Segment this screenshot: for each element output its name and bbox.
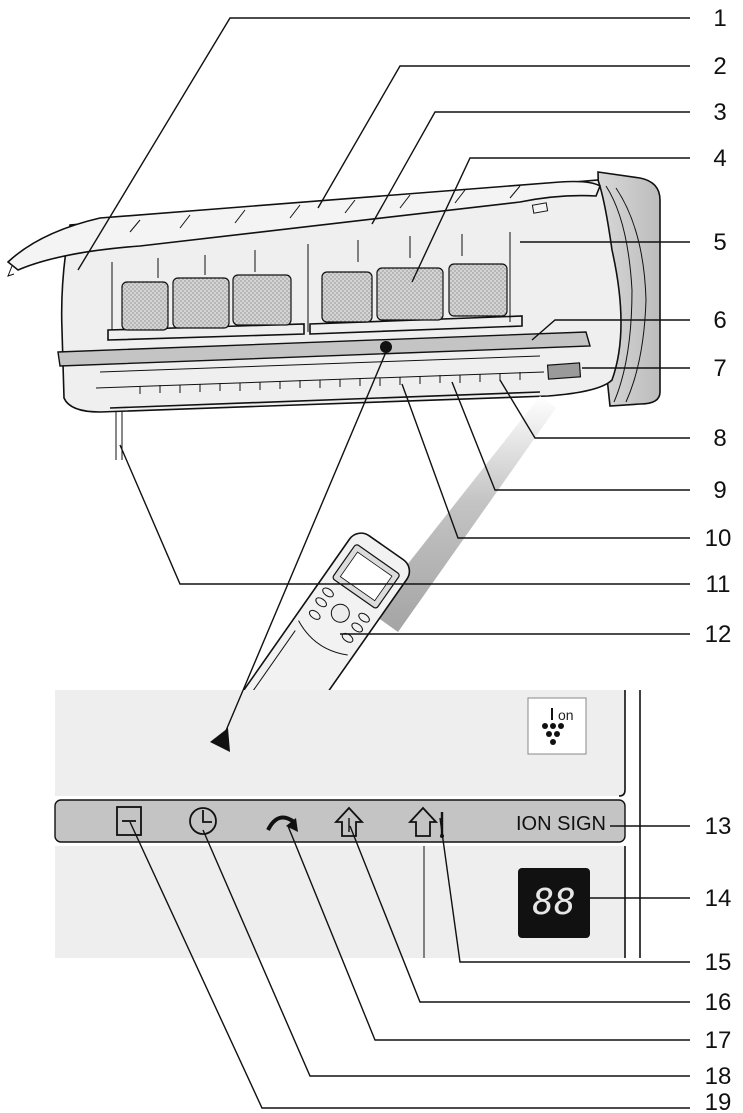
callout-3: 3 (713, 99, 726, 126)
callout-10: 10 (705, 525, 732, 552)
ion-icon: on (527, 697, 587, 755)
callout-19: 19 (705, 1089, 732, 1113)
filter-right-2 (376, 267, 444, 321)
indoor-unit (6, 171, 661, 460)
ion-badge-text: on (558, 707, 574, 723)
callout-15: 15 (705, 949, 732, 976)
filter-right-3 (448, 263, 508, 317)
display-strip (57, 331, 591, 367)
leader-lines (77, 17, 690, 1109)
filter-icon (116, 806, 142, 836)
fan-icon (266, 815, 298, 832)
filter-left-1 (121, 281, 169, 331)
infrared-beam (370, 396, 556, 632)
filter-left-3 (232, 274, 292, 326)
callout-1: 1 (713, 5, 726, 32)
callout-9: 9 (713, 477, 726, 504)
callout-4: 4 (713, 145, 726, 172)
callout-numbers: 1 2 3 4 5 6 7 8 9 10 11 12 13 14 15 16 1… (705, 5, 732, 1113)
clean-icon (333, 806, 365, 837)
callout-7: 7 (713, 355, 726, 382)
callout-11: 11 (706, 571, 731, 598)
ion-sign-label: ION SIGN (516, 813, 606, 835)
callout-18: 18 (705, 1063, 732, 1090)
callout-5: 5 (713, 229, 726, 256)
callout-2: 2 (713, 53, 726, 80)
callout-13: 13 (705, 813, 732, 840)
callout-12: 12 (705, 621, 732, 648)
callout-17: 17 (705, 1027, 732, 1054)
display-digits: 88 (532, 882, 575, 923)
filter-left-2 (172, 277, 230, 329)
ion-indicator-window (546, 362, 582, 380)
callout-6: 6 (713, 307, 726, 334)
callout-14: 14 (705, 885, 732, 912)
digital-display: 88 (518, 868, 590, 938)
front-panel-lid (6, 180, 601, 271)
callout-8: 8 (713, 425, 726, 452)
panel-display-strip (54, 799, 626, 843)
filter-right-1 (321, 271, 373, 323)
receiver-dot (380, 341, 392, 353)
panel-closeup: ION SIGN on (54, 690, 641, 958)
timer-icon (189, 807, 217, 835)
callout-16: 16 (705, 989, 732, 1016)
